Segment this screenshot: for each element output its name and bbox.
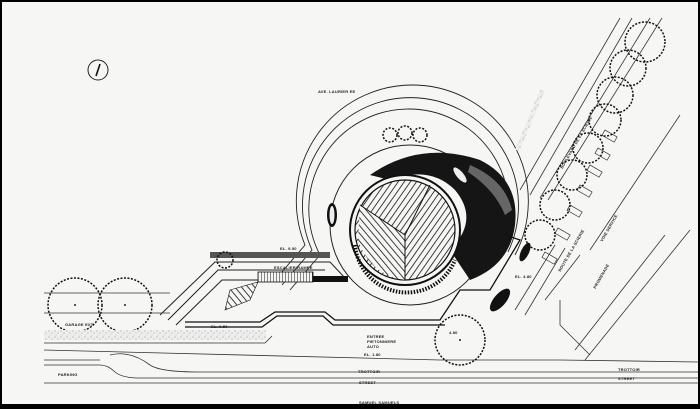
site-plan-sheet: AVE. LAURIER EE EL. 9.50 ESCALIER/RAMPE … [2, 2, 698, 405]
entrance-label: ENTREE PIETONNIERE AUTO [367, 334, 397, 349]
upper-wall [210, 252, 330, 258]
trees [47, 21, 666, 366]
left-building [44, 292, 170, 314]
level-label-lower: EL. 9.50 [211, 324, 228, 329]
parking-stalls [541, 129, 618, 265]
stair-label: ESCALIER/RAMPE [274, 265, 313, 270]
tree-centers [74, 304, 461, 341]
level-label-bottom: EL. 1.80 [364, 352, 381, 357]
ramp-walkway [159, 261, 346, 326]
stairs [257, 271, 314, 283]
diagonal-roads [514, 17, 691, 361]
level-label-plaza: EL. 4.80 [515, 274, 532, 279]
trottoir-right-label: TROTTOIR [618, 367, 640, 372]
level-label-left: EL. 9.50 [280, 246, 297, 251]
dark-planting-mass [370, 152, 516, 280]
street-label-bottom: STREET [359, 380, 376, 385]
left-building-label: GARAGE EXT [65, 322, 94, 327]
trottoir-label: TROTTOIR [358, 369, 380, 374]
north-arrow-icon [87, 59, 109, 81]
plaza-outline [185, 234, 521, 328]
parking-label: PARKING [58, 372, 78, 377]
street-lines [43, 300, 698, 384]
level-label-tree: 4.80 [449, 330, 458, 335]
site-plan-drawing [43, 17, 698, 384]
planting-strip [44, 330, 266, 340]
street-name-label: SAMUEL SAMUELS [359, 400, 400, 405]
street-label-top: AVE. LAURIER EE [318, 89, 356, 94]
street-right-label: STREET [618, 376, 635, 381]
